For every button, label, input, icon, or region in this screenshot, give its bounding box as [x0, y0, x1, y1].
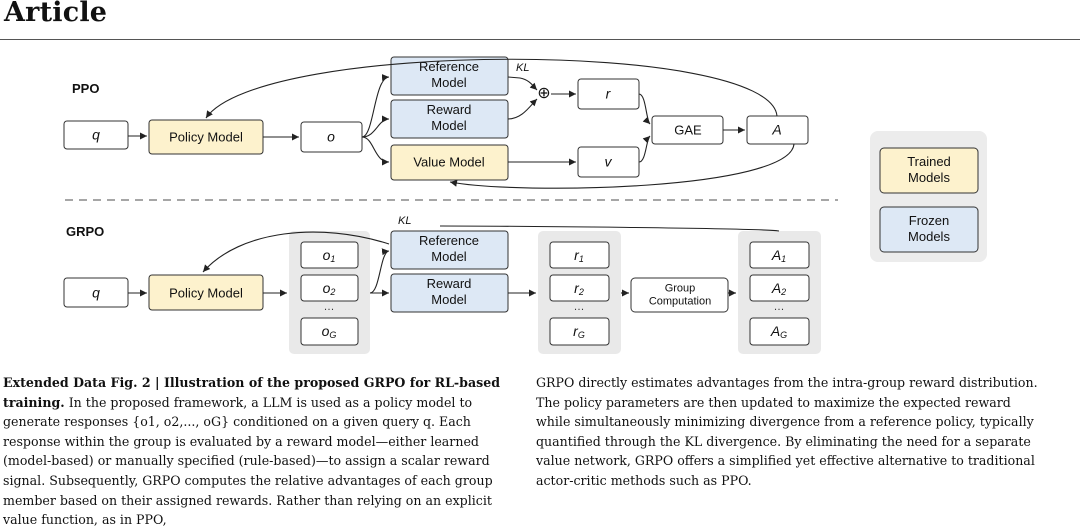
- ppo-advantage-box: [746, 115, 809, 145]
- grpo-advantage-g: AG: [749, 317, 810, 346]
- ppo-arrow-A-policy: [205, 58, 778, 119]
- ppo-output-label: o: [327, 129, 335, 145]
- ppo-arrow-v-gae: [638, 135, 651, 163]
- legend-trained-swatch: [879, 147, 979, 194]
- ppo-arrow-r-gae: [638, 93, 651, 125]
- grpo-reward-1: r1: [549, 241, 610, 269]
- grpo-arrow-reference-policy: [202, 231, 390, 273]
- grpo-reference-model-box: [390, 230, 509, 270]
- ppo-arrow-output-reward: [361, 115, 390, 138]
- ppo-arrow-reward-sum: [507, 98, 538, 120]
- header-divider: [0, 39, 1080, 40]
- figure-caption-label: Extended Data Fig. 2 | Illustration of t…: [3, 375, 501, 410]
- grpo-kl-label: KL: [398, 215, 411, 227]
- svg-text:o1: o1: [323, 247, 336, 265]
- ppo-advantage-label: A: [771, 122, 781, 138]
- figure-caption-left: Extended Data Fig. 2 | Illustration of t…: [3, 373, 517, 530]
- svg-text:AG: AG: [770, 323, 787, 341]
- grpo-advantage-ellipsis: …: [774, 301, 785, 313]
- grpo-output-g: oG: [300, 317, 359, 346]
- ppo-kl-label: KL: [516, 62, 529, 74]
- svg-text:A1: A1: [771, 247, 786, 265]
- ppo-gae-label: GAE: [674, 122, 702, 137]
- ppo-query-label: q: [92, 127, 100, 143]
- grpo-reward-g: rG: [549, 317, 610, 346]
- grpo-policy-model-label: Policy Model: [169, 285, 243, 300]
- svg-text:oG: oG: [322, 323, 337, 341]
- grpo-output-ellipsis: …: [324, 301, 335, 313]
- svg-text:A2: A2: [771, 280, 786, 298]
- legend-frozen-swatch: [879, 206, 979, 253]
- grpo-query-label: q: [92, 285, 100, 301]
- page-header-title: Article: [4, 0, 108, 28]
- ppo-arrow-output-value: [361, 136, 390, 166]
- grpo-group-computation-box: [630, 277, 729, 313]
- svg-text:r2: r2: [574, 280, 584, 298]
- ppo-sum-node: ⊕: [537, 85, 550, 102]
- grpo-output-2: o2: [300, 274, 359, 302]
- figure-caption-right: GRPO directly estimates advantages from …: [536, 375, 1038, 488]
- svg-text:r1: r1: [574, 247, 584, 265]
- grpo-advantage-1: A1: [749, 241, 810, 269]
- grpo-section-label: GRPO: [66, 224, 104, 239]
- grpo-reward-2: r2: [549, 274, 610, 302]
- ppo-reward-label: r: [606, 86, 612, 102]
- ppo-value-label: v: [605, 154, 613, 170]
- ppo-value-model-label: Value Model: [413, 154, 484, 169]
- ppo-policy-model-label: Policy Model: [169, 129, 243, 144]
- ppo-query-box: [63, 120, 129, 150]
- grpo-arrow-outputs-reference: [369, 248, 390, 294]
- grpo-output-1: o1: [300, 241, 359, 269]
- grpo-arrow-advantages-back: [439, 225, 780, 232]
- ppo-arrow-A-value: [449, 143, 795, 189]
- ppo-reference-model-box: [390, 56, 509, 96]
- grpo-advantage-2: A2: [749, 274, 810, 302]
- ppo-arrow-reference-sum: [507, 76, 538, 91]
- svg-text:o2: o2: [323, 280, 336, 298]
- grpo-reward-ellipsis: …: [574, 301, 585, 313]
- figure-caption-left-text: In the proposed framework, a LLM is used…: [3, 394, 493, 528]
- ppo-arrow-output-reference: [361, 74, 390, 138]
- ppo-section-label: PPO: [72, 81, 99, 96]
- svg-text:rG: rG: [573, 323, 585, 341]
